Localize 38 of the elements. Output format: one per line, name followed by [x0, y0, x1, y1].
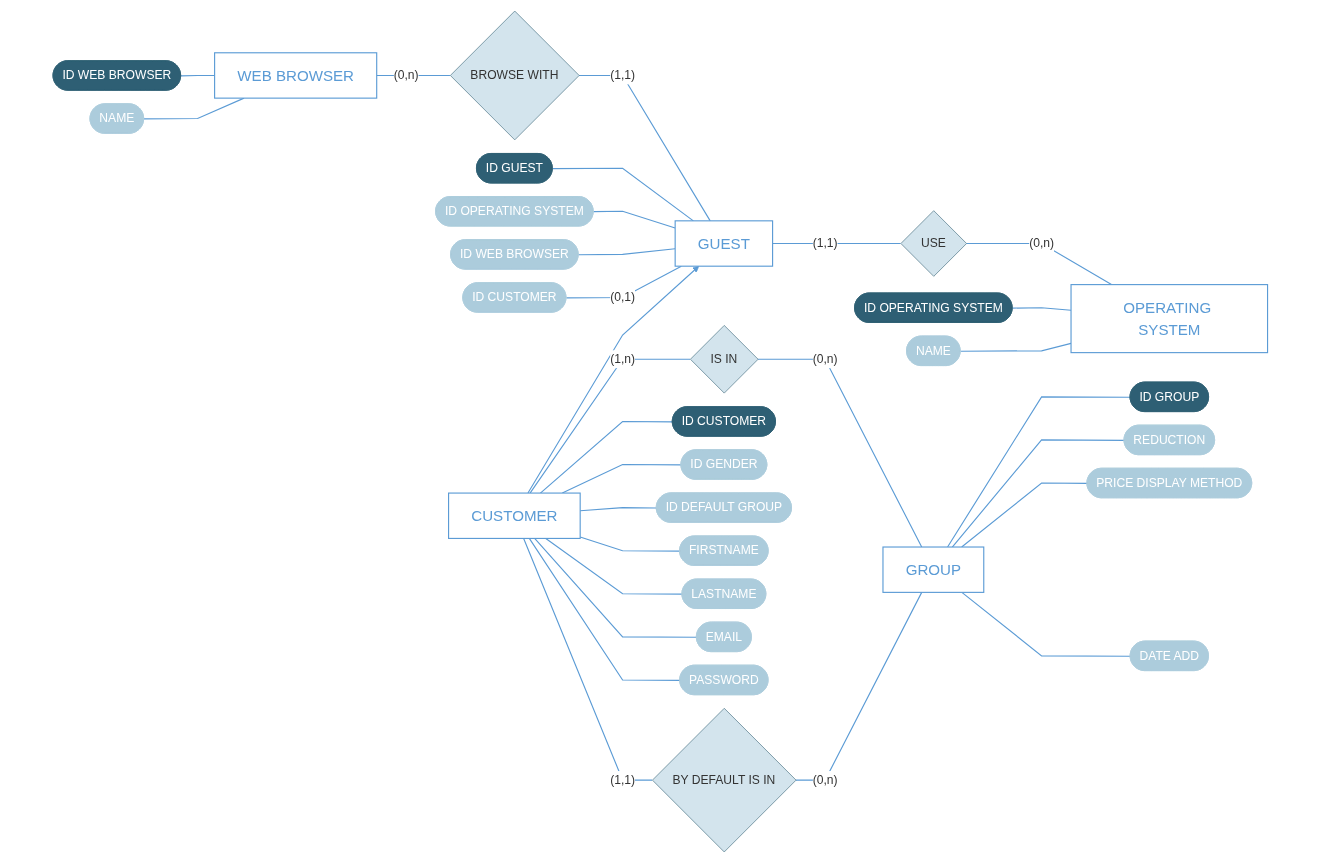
edge-label: (1,1) — [610, 773, 636, 787]
node-diamond: USE — [900, 210, 968, 277]
connector — [578, 74, 711, 222]
edge-label: (1,1) — [812, 236, 838, 250]
connector — [947, 396, 1132, 548]
connector — [578, 248, 676, 256]
connector — [757, 358, 923, 548]
connector — [545, 537, 684, 595]
connector — [795, 591, 923, 781]
connector — [540, 420, 674, 494]
node-box: WEB BROWSER — [214, 52, 378, 99]
connector — [961, 482, 1089, 548]
connector — [552, 167, 695, 222]
connector — [528, 537, 681, 681]
node-box: GROUP — [882, 546, 985, 593]
connector — [1012, 307, 1072, 311]
node-box: OPERATING SYSTEM — [1070, 284, 1269, 354]
node-diamond: BY DEFAULT IS IN — [652, 707, 797, 853]
connector — [593, 210, 676, 229]
connector — [529, 358, 691, 494]
node-box: CUSTOMER — [448, 492, 581, 539]
connector — [523, 537, 653, 781]
edge-label: (0,n) — [1029, 236, 1055, 250]
edge-label: (0,1) — [610, 290, 636, 304]
node-box: GUEST — [674, 220, 774, 267]
connector — [579, 536, 681, 552]
connector — [951, 439, 1126, 548]
edge-label: (0,n) — [812, 352, 838, 366]
edge-label: (1,n) — [610, 352, 636, 366]
connector — [960, 342, 1072, 352]
node-diamond: BROWSE WITH — [450, 10, 580, 141]
edge-label: (0,n) — [812, 773, 838, 787]
edge-label: (1,1) — [610, 68, 636, 82]
connector — [961, 591, 1132, 657]
connector — [561, 463, 683, 494]
node-diamond: IS IN — [690, 325, 759, 394]
connector — [534, 537, 698, 638]
edge-label: (0,n) — [393, 68, 419, 82]
